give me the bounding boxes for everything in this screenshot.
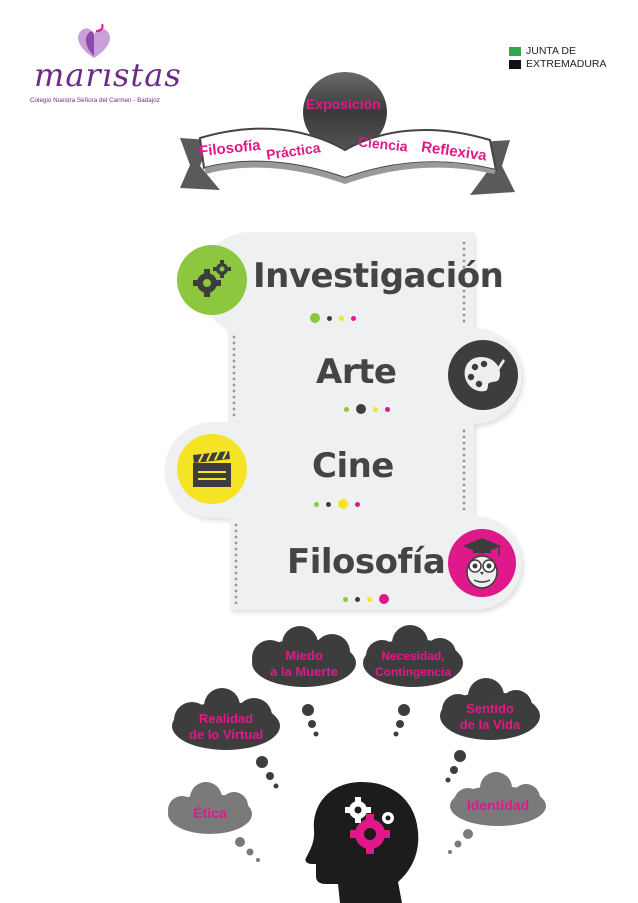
- thought-realidad-line2: de lo Virtual: [188, 727, 264, 742]
- card-investigacion-title: Investigación: [253, 256, 504, 296]
- gears-icon: [345, 797, 394, 854]
- dot: [314, 501, 319, 507]
- card-arte-title: Arte: [316, 352, 397, 392]
- owl-icon: [463, 538, 501, 589]
- thought-miedo-line2: a la Muerte: [270, 664, 338, 679]
- junta-line1: JUNTA DE: [526, 45, 576, 57]
- dot: [343, 596, 348, 602]
- thought-realidad-line1: Realidad: [198, 711, 254, 726]
- dot: [355, 596, 360, 602]
- dot: [373, 406, 378, 412]
- thought-necesidad: Necesidad, Contingencia: [363, 648, 463, 680]
- logo-text: marıstas: [34, 56, 182, 94]
- card-filosofia-icon: [448, 529, 516, 597]
- thought-identidad: Identidad: [466, 797, 530, 813]
- junta-line2: EXTREMADURA: [526, 58, 607, 70]
- junta-extremadura-logo: JUNTA DE EXTREMADURA: [509, 45, 607, 71]
- thought-necesidad-line2: Contingencia: [374, 665, 451, 679]
- card-cine-dots: [314, 499, 360, 509]
- heart-symbol-icon: [78, 23, 110, 58]
- card-arte-dots: [344, 404, 390, 414]
- card-investigacion-icon: [177, 245, 247, 315]
- card-edge-dots: [232, 334, 236, 418]
- card-edge-dots: [462, 428, 466, 512]
- dot: [385, 406, 390, 412]
- card-cine-icon: [177, 434, 247, 504]
- card-cine-title: Cine: [312, 446, 394, 486]
- card-edge-dots: [234, 522, 238, 604]
- dot: [327, 315, 332, 321]
- card-arte-icon: [448, 340, 518, 410]
- dot: [355, 501, 360, 507]
- card-filosofia-dots: [343, 594, 389, 604]
- maristas-logo: [30, 22, 155, 107]
- clapperboard-icon: [193, 450, 231, 487]
- black-square-icon: [509, 60, 521, 69]
- gears-icon: [193, 260, 231, 297]
- palette-icon: [464, 357, 505, 392]
- head-silhouette-icon: [305, 782, 419, 903]
- green-square-icon: [509, 47, 521, 56]
- dot: [339, 315, 344, 321]
- logo-subtitle: Colegio Nuestra Señora del Carmen - Bada…: [30, 97, 160, 104]
- cloud-shape: [252, 625, 463, 687]
- thought-etica: Ética: [193, 805, 227, 821]
- thought-miedo: Miedo a la Muerte: [252, 648, 356, 680]
- thought-sentido-line1: Sentido: [466, 701, 514, 716]
- dot: [338, 499, 348, 509]
- dot: [344, 406, 349, 412]
- ribbon-word-exposicion: Exposición: [306, 96, 381, 112]
- thought-clouds: [168, 625, 546, 862]
- card-edge-dots: [462, 240, 466, 324]
- thought-sentido-line2: de la Vida: [459, 717, 521, 732]
- dot: [326, 501, 331, 507]
- card-investigacion-dots: [310, 313, 356, 323]
- dot: [310, 313, 320, 323]
- dot: [351, 315, 356, 321]
- thought-realidad: Realidad de lo Virtual: [172, 711, 280, 743]
- thought-miedo-line1: Miedo: [285, 648, 323, 663]
- dot: [367, 596, 372, 602]
- ribbon-banner: [180, 72, 515, 195]
- thought-sentido: Sentido de la Vida: [440, 701, 540, 733]
- dot: [356, 404, 366, 414]
- thought-necesidad-line1: Necesidad,: [381, 649, 445, 663]
- dot: [379, 594, 389, 604]
- card-filosofia-title: Filosofía: [287, 542, 446, 582]
